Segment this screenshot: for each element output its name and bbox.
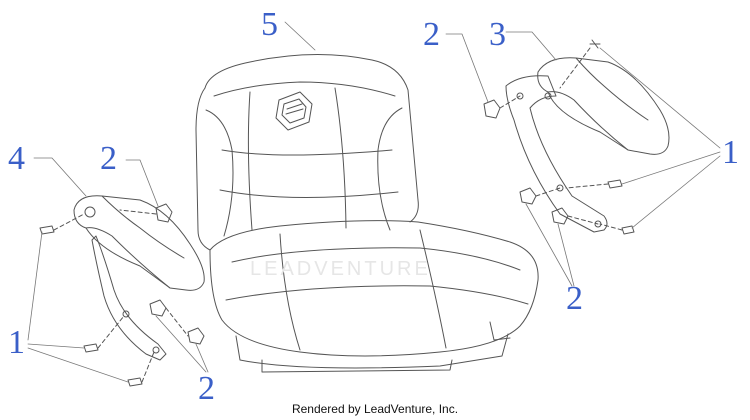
hardware-left	[39, 203, 205, 387]
callout-hardware-right-lower: 2	[566, 280, 583, 317]
callout-screws-left: 1	[8, 324, 25, 361]
credit-text: Rendered by LeadVenture, Inc.	[291, 402, 459, 416]
callout-hardware-left-upper: 2	[100, 140, 117, 177]
leader-lines	[27, 21, 721, 383]
seat-part	[195, 54, 539, 373]
callout-armrest-left: 4	[8, 140, 25, 177]
seat-emblem	[275, 91, 313, 131]
watermark-text: LEADVENTURE	[250, 258, 431, 280]
armrest-right-part	[505, 57, 670, 233]
hardware-right	[483, 39, 635, 235]
callout-seat: 5	[261, 6, 278, 43]
armrest-left-part	[73, 195, 205, 361]
callout-armrest-right: 3	[489, 16, 506, 53]
callout-hardware-top: 2	[423, 16, 440, 53]
callout-hardware-left-lower: 2	[198, 370, 215, 407]
callout-screws-right: 1	[722, 134, 739, 171]
